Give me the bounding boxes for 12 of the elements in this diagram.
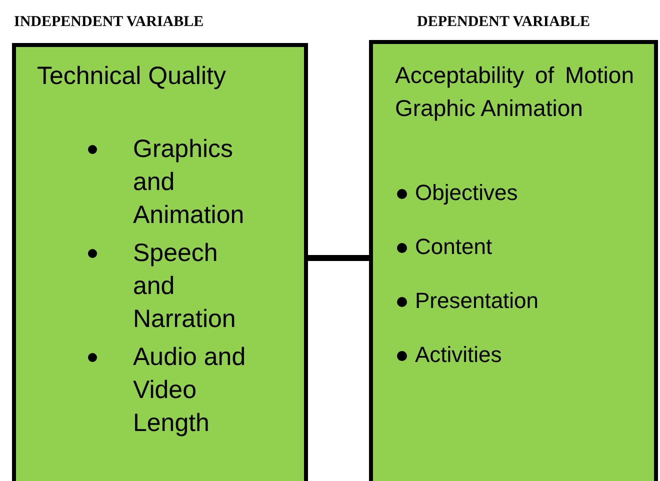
bullet-item: Audio and Video Length <box>133 342 247 439</box>
bullet-item: Content <box>415 234 492 260</box>
heading: DEPENDENT VARIABLE <box>417 14 590 31</box>
bullet-item: Graphics and Animation <box>133 134 246 231</box>
bullet-item: Presentation <box>415 288 539 314</box>
bullet-item: Objectives <box>415 180 518 206</box>
bullet-item: Speech and Narration <box>133 238 237 335</box>
connector-line <box>308 255 369 261</box>
heading: INDEPENDENT VARIABLE <box>14 14 204 31</box>
bullet-item: Activities <box>415 342 502 368</box>
box-title: Acceptability of Motion Graphic Animation <box>395 61 634 123</box>
box-title: Technical Quality <box>37 62 226 91</box>
